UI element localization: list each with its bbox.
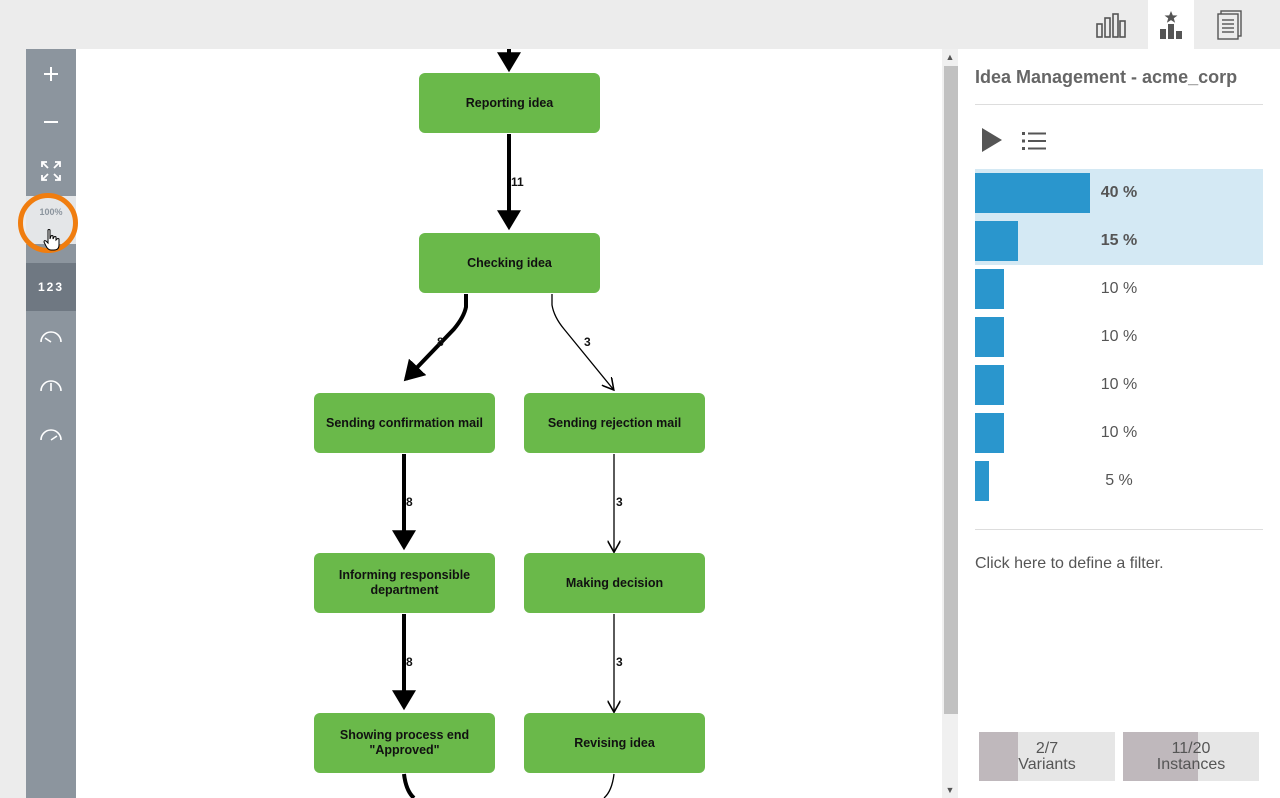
divider [975, 529, 1263, 530]
edge-check-to-confirm [403, 294, 468, 382]
variant-bar [975, 317, 1004, 357]
node-making-decision[interactable]: Making decision [524, 553, 705, 613]
fit-to-screen-button[interactable] [26, 147, 76, 195]
node-checking-idea[interactable]: Checking idea [419, 233, 600, 293]
edge-label-confirm-to-inform: 8 [406, 495, 413, 509]
divider [975, 104, 1263, 105]
gauge-high-button[interactable] [26, 410, 76, 458]
variant-bar [975, 269, 1004, 309]
variants-stat-button[interactable]: 2/7 Variants [979, 732, 1115, 781]
variant-row[interactable]: 10 % [975, 313, 1263, 361]
instances-label: Instances [1156, 756, 1226, 773]
node-label: Making decision [565, 575, 664, 590]
play-button[interactable] [980, 126, 1006, 156]
instances-stat-button[interactable]: 11/20 Instances [1123, 732, 1259, 781]
bar-chart-icon [1096, 12, 1126, 38]
edge-label-reject-to-decision: 3 [616, 495, 623, 509]
gauge-mid-button[interactable] [26, 361, 76, 409]
variants-label: Variants [1018, 756, 1076, 773]
variant-row[interactable]: 10 % [975, 265, 1263, 313]
list-view-button[interactable] [1021, 130, 1049, 154]
variant-row[interactable]: 10 % [975, 409, 1263, 457]
scroll-up-arrow-icon[interactable]: ▲ [945, 52, 955, 62]
scroll-down-arrow-icon[interactable]: ▼ [945, 785, 955, 795]
panel-title: Idea Management - acme_corp [975, 67, 1238, 87]
star-chart-icon [1160, 10, 1182, 39]
document-icon [1217, 9, 1242, 40]
variant-percentage: 40 % [1100, 184, 1138, 201]
instances-stat-text: 11/20 Instances [1123, 732, 1259, 781]
numbers-label: 123 [37, 280, 65, 294]
show-numbers-button[interactable]: 123 [26, 263, 76, 311]
tab-document[interactable] [1206, 0, 1252, 49]
edge-label-decision-to-revise: 3 [616, 655, 623, 669]
tab-bar-chart[interactable] [1088, 0, 1134, 49]
variant-bar [975, 173, 1090, 213]
zoom-in-button[interactable] [26, 50, 76, 98]
node-label: Sending rejection mail [547, 415, 682, 430]
gauge-high-icon [40, 429, 62, 441]
node-reporting-idea[interactable]: Reporting idea [419, 73, 600, 133]
edge-revise-out [603, 773, 615, 798]
hand-cursor-icon [43, 229, 60, 251]
node-sending-rejection-mail[interactable]: Sending rejection mail [524, 393, 705, 453]
node-showing-end-approved[interactable]: Showing process end "Approved" [314, 713, 495, 773]
node-informing-department[interactable]: Informing responsible department [314, 553, 495, 613]
variant-percentage: 10 % [1100, 328, 1138, 345]
edge-check-to-reject [551, 294, 613, 389]
top-bar [0, 0, 1280, 49]
node-label: Sending confirmation mail [326, 415, 483, 430]
variant-bar [975, 365, 1004, 405]
plus-icon [44, 67, 58, 81]
scrollbar-thumb[interactable] [944, 66, 958, 714]
variants-fill [979, 732, 1018, 781]
node-label: Reporting idea [465, 95, 554, 110]
edge-label-inform-to-end: 8 [406, 655, 413, 669]
instances-fill [1123, 732, 1198, 781]
variant-percentage: 5 % [1105, 472, 1133, 489]
tab-starred-chart[interactable] [1148, 0, 1194, 49]
variant-percentage: 10 % [1100, 424, 1138, 441]
node-label: Checking idea [467, 255, 552, 270]
node-label: Revising idea [574, 735, 655, 750]
node-label: Informing responsible department [338, 568, 471, 597]
variants-panel: Idea Management - acme_corp 40 % 15 % 10… [958, 49, 1280, 798]
process-edges [392, 49, 942, 798]
edge-end-out [402, 773, 416, 798]
gauge-low-icon [40, 331, 62, 343]
variant-row[interactable]: 15 % [975, 217, 1263, 265]
play-icon [982, 128, 1002, 152]
zoom-out-button[interactable] [26, 98, 76, 146]
variant-bar [975, 221, 1019, 261]
node-label: Showing process end "Approved" [339, 728, 470, 757]
map-toolbar: 100% 123 [26, 49, 76, 798]
highlight-ring [18, 193, 78, 253]
left-frame [0, 49, 26, 798]
gauge-low-button[interactable] [26, 312, 76, 360]
process-map-canvas[interactable]: Reporting idea Checking idea Sending con… [76, 49, 942, 798]
define-filter-link[interactable]: Click here to define a filter. [975, 555, 1164, 572]
edge-label-report-to-check: 11 [511, 175, 524, 189]
list-icon [1022, 132, 1046, 150]
variants-count: 2/7 [1035, 740, 1059, 757]
variants-stat-text: 2/7 Variants [979, 732, 1115, 781]
edge-label-check-to-reject: 3 [584, 335, 591, 349]
instances-count: 11/20 [1171, 740, 1211, 757]
variant-percentage: 10 % [1100, 280, 1138, 297]
node-sending-confirmation-mail[interactable]: Sending confirmation mail [314, 393, 495, 453]
variant-bar [975, 413, 1004, 453]
variant-row[interactable]: 5 % [975, 457, 1263, 505]
canvas-scrollbar[interactable]: ▲ ▼ [942, 49, 958, 798]
gauge-mid-icon [40, 380, 62, 392]
variant-percentage: 15 % [1100, 232, 1138, 249]
edge-label-check-to-confirm: 8 [437, 335, 444, 349]
variant-bar [975, 461, 990, 501]
variant-percentage: 10 % [1100, 376, 1138, 393]
minus-icon [44, 121, 58, 123]
variant-row[interactable]: 10 % [975, 361, 1263, 409]
fullscreen-icon [41, 161, 61, 181]
variant-row[interactable]: 40 % [975, 169, 1263, 217]
node-revising-idea[interactable]: Revising idea [524, 713, 705, 773]
